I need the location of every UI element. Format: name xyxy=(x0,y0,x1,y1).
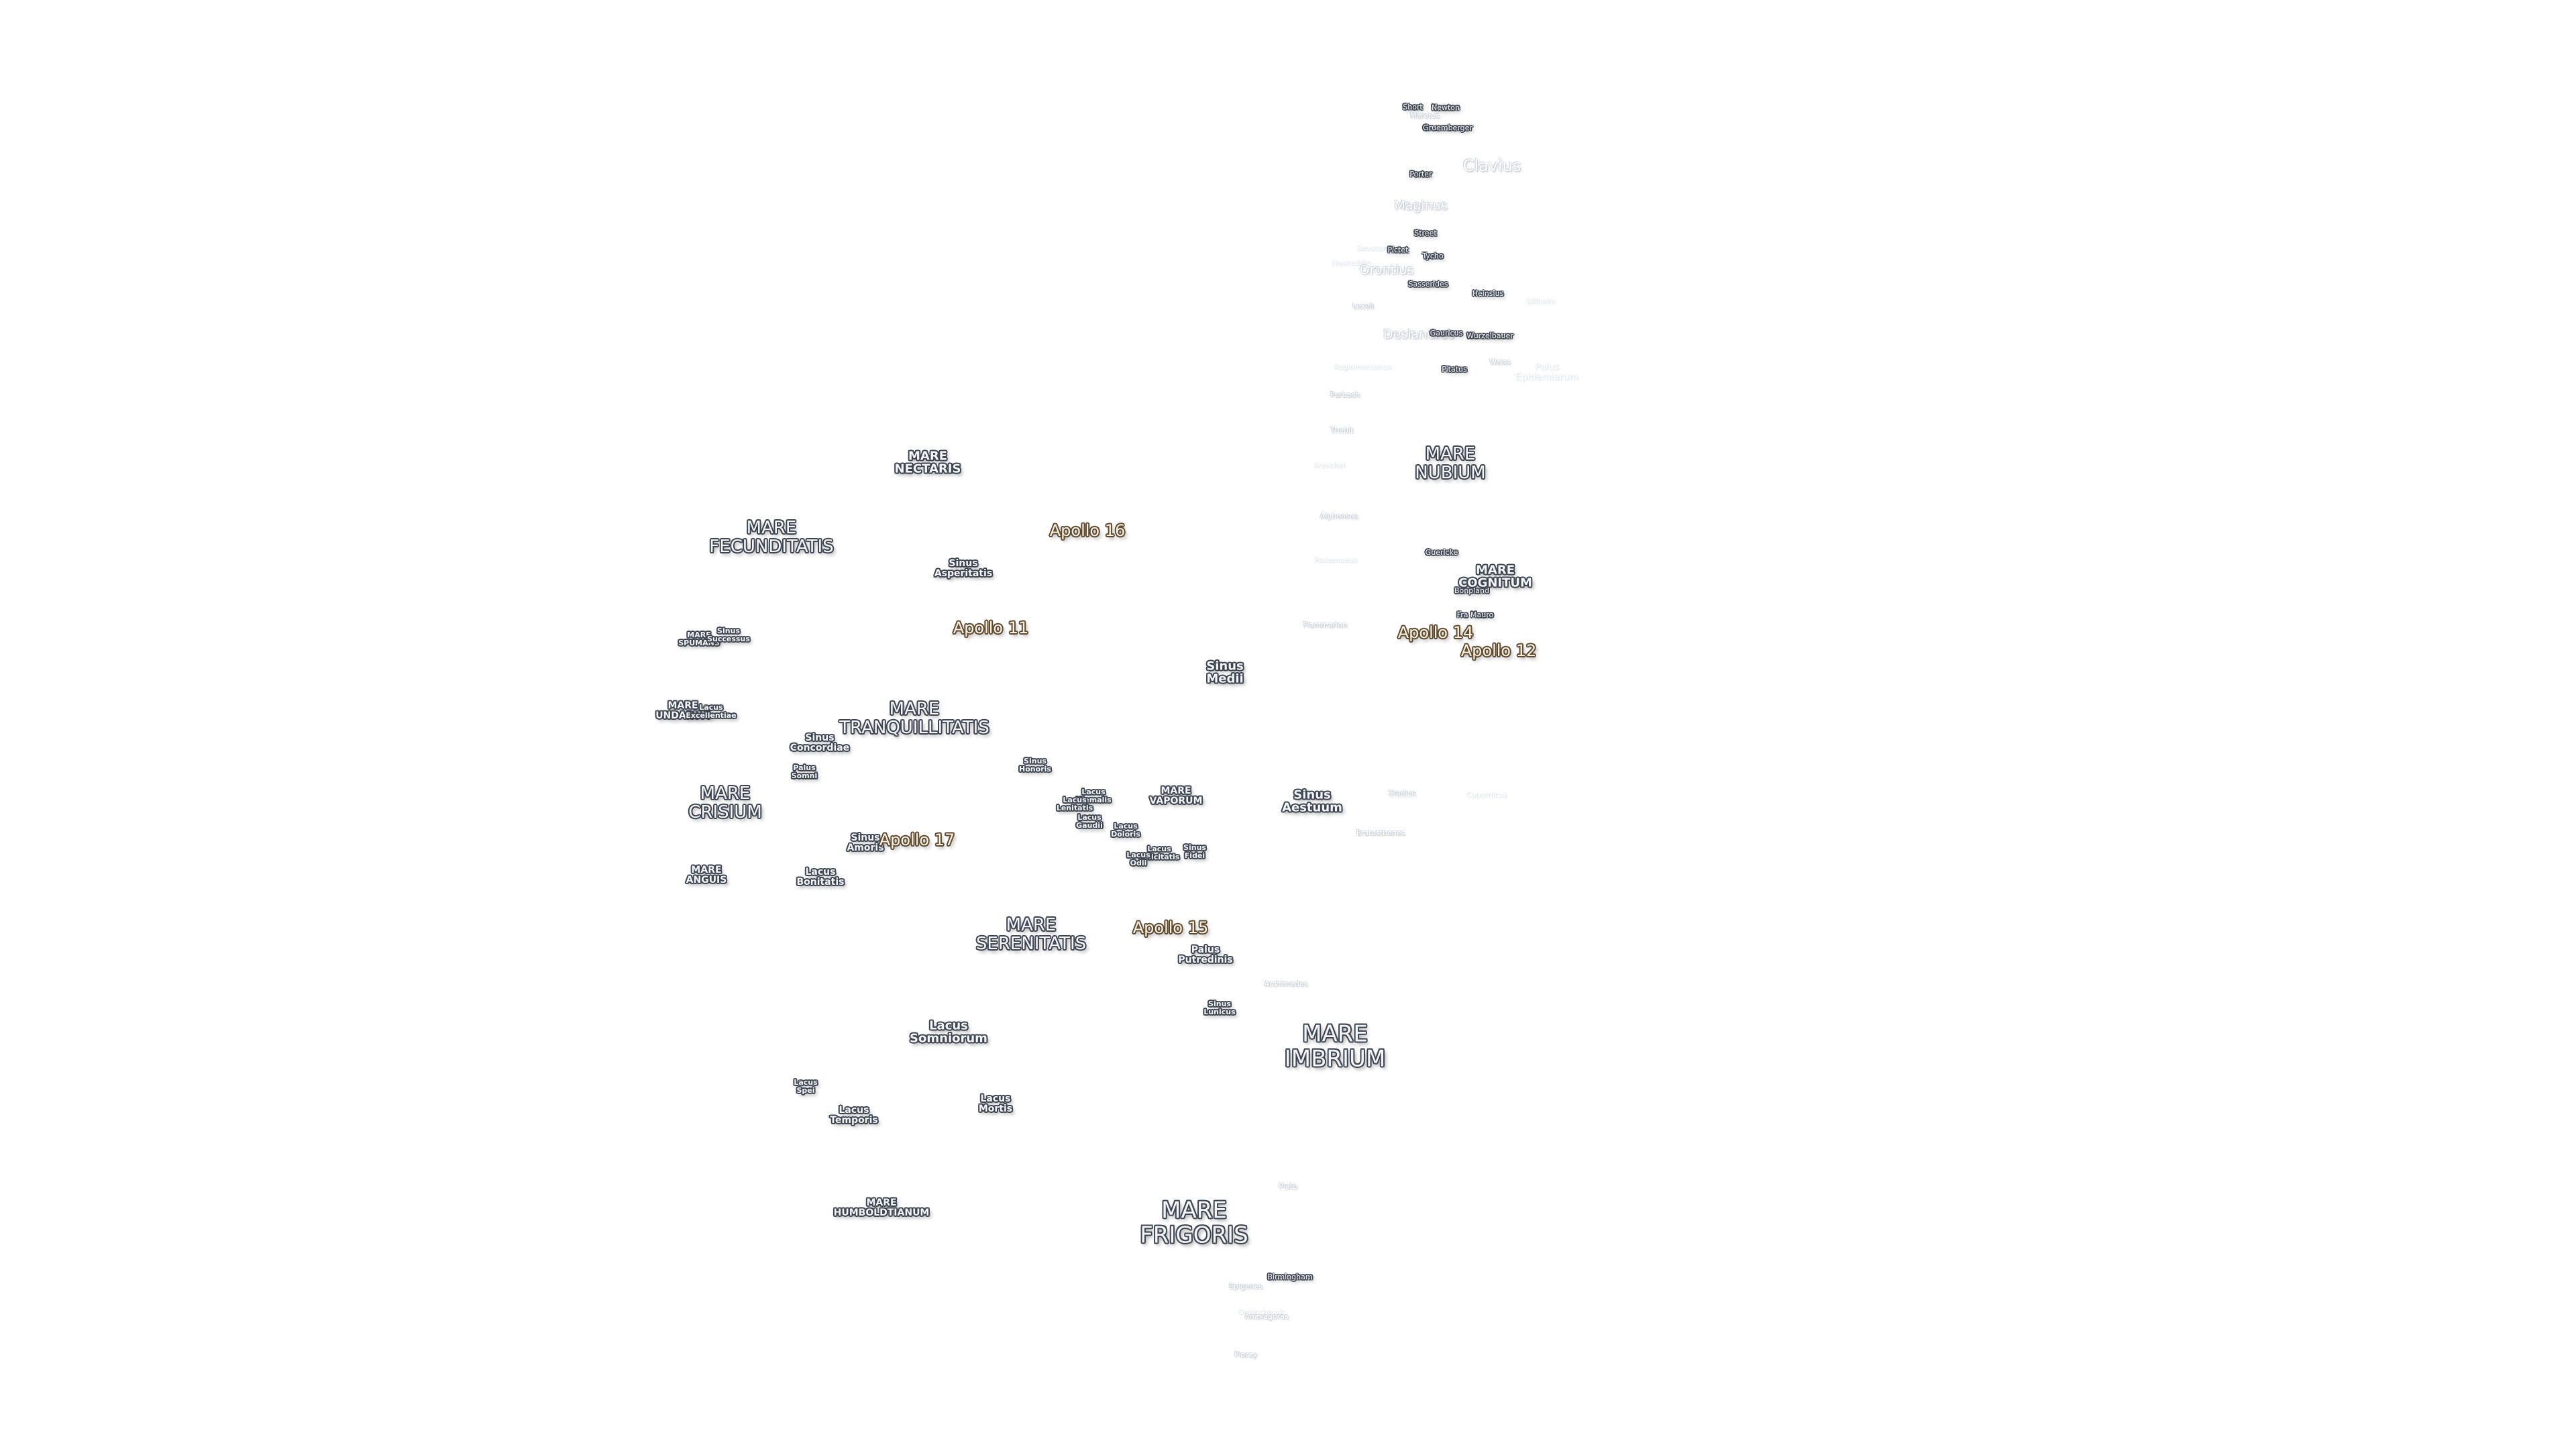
label-mare-crisium: MARE CRISIUM xyxy=(688,783,762,822)
label-sinus-aestuum: Sinus Aestuum xyxy=(1282,788,1342,815)
label-heinsius: Heinsius xyxy=(1472,289,1504,299)
label-goldschmidt: Goldschmidt xyxy=(1238,1307,1285,1317)
label-gruemberger: Gruemberger xyxy=(1423,123,1472,133)
label-short: Short xyxy=(1403,103,1423,112)
label-arzachel: Arzachel xyxy=(1313,461,1345,470)
label-sinus-concordiae: Sinus Concordiae xyxy=(790,732,850,753)
label-street: Street xyxy=(1414,229,1437,238)
label-apollo-16: Apollo 16 xyxy=(1049,521,1126,541)
label-saussure: Saussure xyxy=(1356,244,1391,253)
label-sinus-successus: Sinus Successus xyxy=(707,627,750,643)
label-mare-undarum: MARE UNDARUM xyxy=(655,700,710,721)
label-alphonsus: Alphonsus xyxy=(1320,512,1358,521)
label-apollo-15: Apollo 15 xyxy=(1132,918,1209,938)
label-bonpland: Bonpland xyxy=(1454,586,1489,596)
label-weiss: Weiss xyxy=(1489,358,1511,367)
label-lexell: Lexell xyxy=(1352,302,1374,311)
label-mare-fecunditatis: MARE FECUNDITATIS xyxy=(709,517,834,557)
label-maginus: Maginus xyxy=(1394,198,1448,213)
label-anaxagoras: Anaxagoras xyxy=(1244,1312,1289,1322)
label-birmingham: Birmingham xyxy=(1267,1273,1313,1282)
label-copernicus: Copernicus xyxy=(1466,790,1507,800)
label-florey: Florey xyxy=(1234,1350,1257,1360)
label-lacus-felicitatis: Lacus Felicitatis xyxy=(1138,845,1180,861)
label-mare-frigoris: MARE FRIGORIS xyxy=(1140,1197,1248,1248)
label-regiomontanus: Regiomontanus xyxy=(1334,362,1391,372)
label-pitatus: Pitatus xyxy=(1442,365,1467,374)
label-pictet: Pictet xyxy=(1387,246,1409,255)
label-purbach: Purbach xyxy=(1330,390,1360,400)
label-mare-vaporum: MARE VAPORUM xyxy=(1149,785,1203,806)
label-fra-mauro: Fra Mauro xyxy=(1456,610,1494,620)
label-mare-serenitatis: MARE SERENITATIS xyxy=(975,914,1087,954)
label-clavius: Clavius xyxy=(1462,156,1521,176)
label-palus-epidemiarum: Palus Epidemiarum xyxy=(1515,361,1578,382)
label-lacus-doloris: Lacus Doloris xyxy=(1111,822,1140,839)
label-thebit: Thebit xyxy=(1330,426,1354,435)
label-apollo-12: Apollo 12 xyxy=(1460,641,1537,661)
label-mare-humboldtianum: MARE HUMBOLDTIANUM xyxy=(833,1197,930,1218)
label-lacus-mortis: Lacus Mortis xyxy=(978,1093,1013,1114)
label-ptolemaeus: Ptolemaeus xyxy=(1313,555,1358,565)
label-lacus-excellentiae: Lacus Excellentiae xyxy=(686,703,737,720)
label-sinus-lunicus: Sinus Lunicus xyxy=(1203,1000,1236,1016)
label-mare-imbrium: MARE IMBRIUM xyxy=(1284,1020,1386,1072)
label-mare-tranquillitatis: MARE TRANQUILLITATIS xyxy=(839,698,989,738)
label-lacus-somniorum: Lacus Somniorum xyxy=(910,1018,987,1046)
label-lacus-gaudii: Lacus Gaudii xyxy=(1076,813,1103,830)
label-mare-anguis: MARE ANGUIS xyxy=(686,864,727,885)
label-apollo-11: Apollo 11 xyxy=(953,619,1029,638)
label-lacus-spei: Lacus Spei xyxy=(794,1078,818,1095)
label-lacus-temporis: Lacus Temporis xyxy=(830,1104,878,1126)
label-mare-nubium: MARE NUBIUM xyxy=(1415,443,1486,483)
label-wilhelm: Wilhelm xyxy=(1525,297,1556,306)
label-mare-cognitum: MARE COGNITUM xyxy=(1458,563,1532,590)
label-sinus-medii: Sinus Medii xyxy=(1206,659,1244,686)
label-nasireddin: Nasireddin xyxy=(1331,258,1371,268)
label-porter: Porter xyxy=(1409,170,1432,179)
label-deslandres: Deslandres xyxy=(1383,327,1455,342)
label-mare-nectaris: MARE NECTARIS xyxy=(894,449,961,476)
label-sinus-fidei: Sinus Fidei xyxy=(1183,843,1206,860)
label-wurzelbauer: Wurzelbauer xyxy=(1466,331,1513,341)
label-flammarion: Flammarion xyxy=(1303,621,1347,630)
label-sinus-asperitatis: Sinus Asperitatis xyxy=(934,557,993,579)
label-lacus-lenitatis: Lacus Lenitatis xyxy=(1056,796,1093,812)
label-stadius: Stadius xyxy=(1388,789,1416,798)
label-guericke: Guericke xyxy=(1425,548,1458,557)
label-plato: Plato xyxy=(1279,1182,1297,1191)
label-apollo-14: Apollo 14 xyxy=(1397,623,1474,643)
label-lacus-odii: Lacus Odii xyxy=(1126,851,1150,867)
label-mare-spumans: MARE SPUMANS xyxy=(678,631,720,647)
label-lacus-hiemalis: Lacus Hiemalis xyxy=(1075,788,1112,804)
label-sinus-honoris: Sinus Honoris xyxy=(1019,757,1051,773)
label-orontius: Orontius xyxy=(1359,262,1414,278)
label-palus-somni: Palus Somni xyxy=(791,763,818,780)
label-sasserides: Sasserides xyxy=(1408,280,1448,289)
label-newton: Newton xyxy=(1431,103,1460,113)
label-lacus-bonitatis: Lacus Bonitatis xyxy=(796,866,845,888)
label-moretus: Moretus xyxy=(1409,111,1440,121)
label-gauricus: Gauricus xyxy=(1430,329,1463,338)
label-archimedes: Archimedes xyxy=(1264,979,1308,989)
label-eratosthenes: Eratosthenes xyxy=(1356,828,1405,838)
label-palus-putredinis: Palus Putredinis xyxy=(1178,944,1233,965)
label-sinus-amoris: Sinus Amoris xyxy=(847,832,884,853)
label-tycho: Tycho xyxy=(1422,252,1444,261)
label-epigenes: Epigenes xyxy=(1228,1282,1263,1291)
label-apollo-17: Apollo 17 xyxy=(879,830,955,850)
